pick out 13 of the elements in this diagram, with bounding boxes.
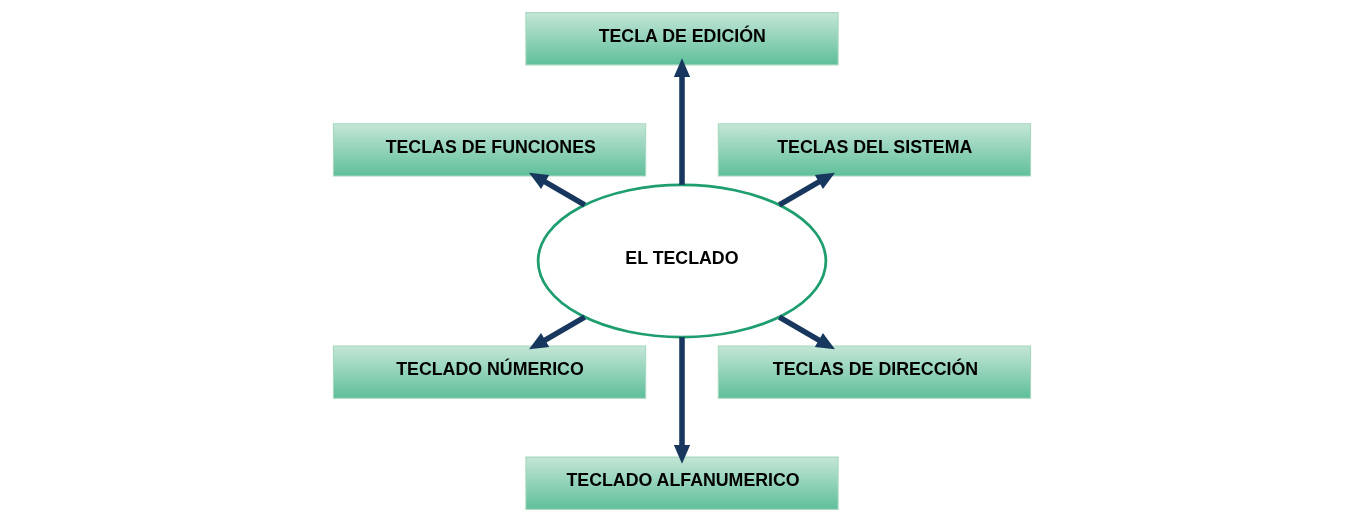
node-box: TECLADO ALFANUMERICO (525, 456, 839, 510)
node-box: TECLAS DEL SISTEMA (717, 123, 1032, 177)
node-ellipse: EL TECLADO (536, 183, 828, 339)
arrow (529, 172, 587, 208)
arrow (777, 172, 835, 208)
arrow (673, 337, 691, 464)
node-box: TECLA DE EDICIÓN (525, 12, 839, 66)
arrow (529, 314, 587, 350)
node-box: TECLAS DE FUNCIONES (332, 123, 647, 177)
arrow (673, 58, 691, 185)
node-box: TECLAS DE DIRECCIÓN (717, 345, 1032, 399)
arrow (777, 314, 835, 350)
node-box: TECLADO NÚMERICO (332, 345, 647, 399)
